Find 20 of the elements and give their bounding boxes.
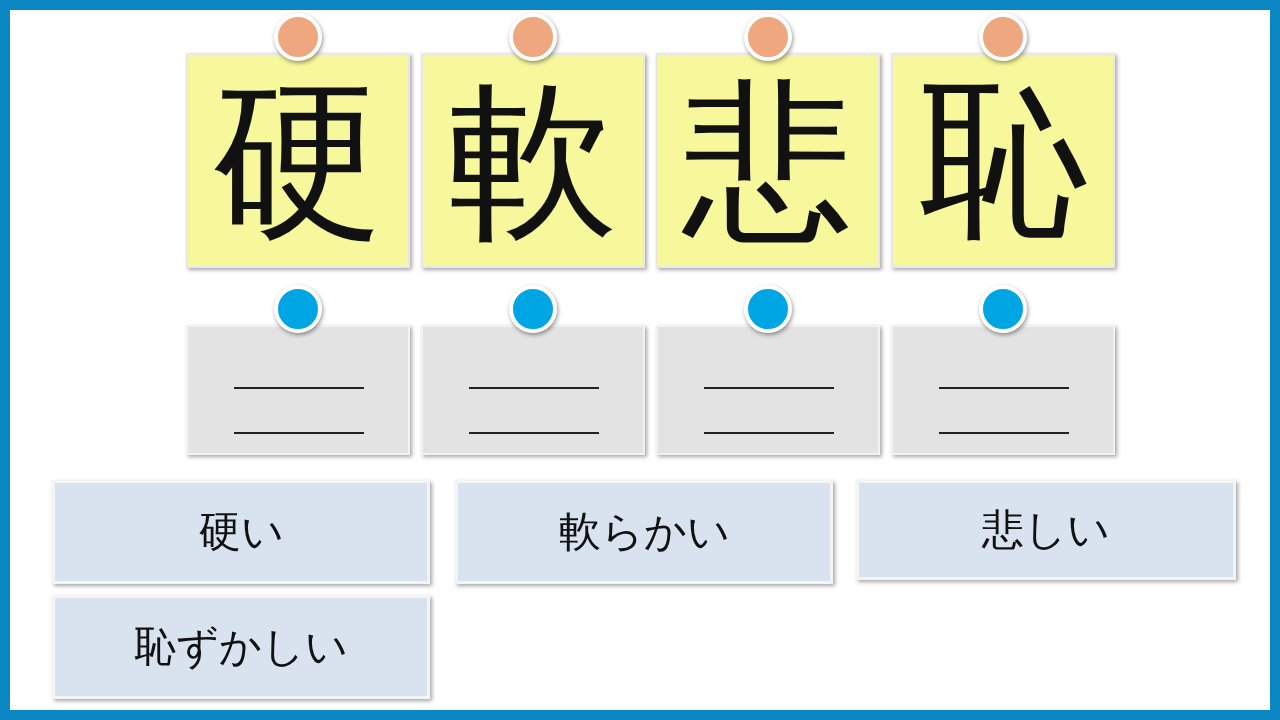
- kanji-character: 恥: [918, 75, 1088, 246]
- answer-card: [186, 325, 410, 455]
- kanji-card: [891, 53, 1115, 268]
- kanji-card: [421, 53, 645, 268]
- answer-card: [421, 325, 645, 455]
- answer-choice-card: [52, 480, 430, 584]
- kanji-character: 軟: [448, 75, 618, 246]
- kanji-character: 悲: [683, 75, 853, 246]
- word-text: 硬い: [198, 506, 284, 558]
- word-text: 軟らかい: [558, 506, 730, 558]
- answer-card: [656, 325, 880, 455]
- answer-card: [891, 325, 1115, 455]
- answer-choice-card: [856, 480, 1236, 580]
- answer-choice-card: [455, 480, 833, 584]
- answer-choice-card: [52, 595, 430, 699]
- kanji-character: 硬: [213, 75, 383, 246]
- kanji-card: [656, 53, 880, 268]
- word-text: 恥ずかしい: [134, 621, 348, 673]
- kanji-card: [186, 53, 410, 268]
- word-text: 悲しい: [982, 504, 1110, 556]
